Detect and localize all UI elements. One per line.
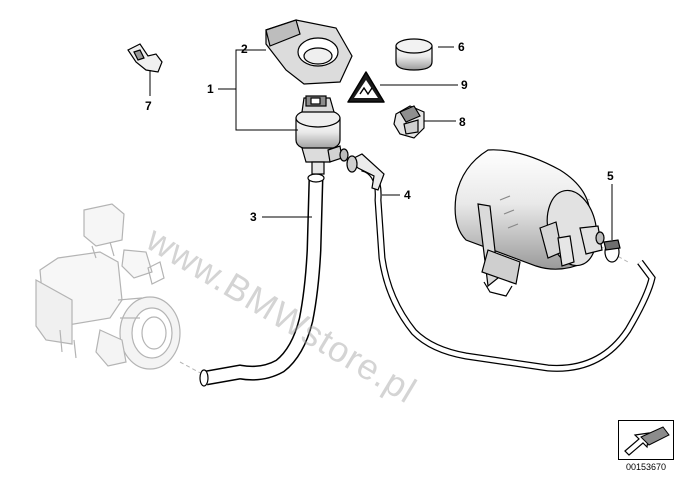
leader-lines	[149, 46, 613, 240]
throttle-body-ghost	[35, 203, 181, 370]
mount-bracket	[265, 19, 353, 85]
callout-5: 5	[607, 169, 614, 183]
callout-2: 2	[241, 42, 248, 56]
callout-9: 9	[461, 78, 468, 92]
callout-8: 8	[459, 115, 466, 129]
elbow-connector	[346, 153, 385, 191]
charcoal-canister	[454, 149, 605, 297]
hose-4	[361, 165, 655, 371]
diagram-reference-box	[618, 420, 674, 460]
orientation-arrow-icon	[624, 426, 670, 456]
hose-clamp	[603, 239, 621, 263]
callout-3: 3	[250, 210, 257, 224]
callout-4: 4	[404, 188, 411, 202]
warning-label	[347, 71, 385, 103]
retaining-clip	[127, 43, 163, 73]
hose-3-end-top	[307, 173, 325, 183]
callout-7: 7	[145, 99, 152, 113]
cap	[395, 38, 433, 71]
purge-valve	[295, 95, 349, 175]
hose-clip	[393, 105, 425, 139]
diagram-reference-number: 00153670	[625, 462, 667, 472]
callout-1: 1	[207, 82, 214, 96]
hose-3	[204, 177, 322, 384]
callout-6: 6	[458, 40, 465, 54]
hose-3-end-bottom	[199, 369, 209, 387]
